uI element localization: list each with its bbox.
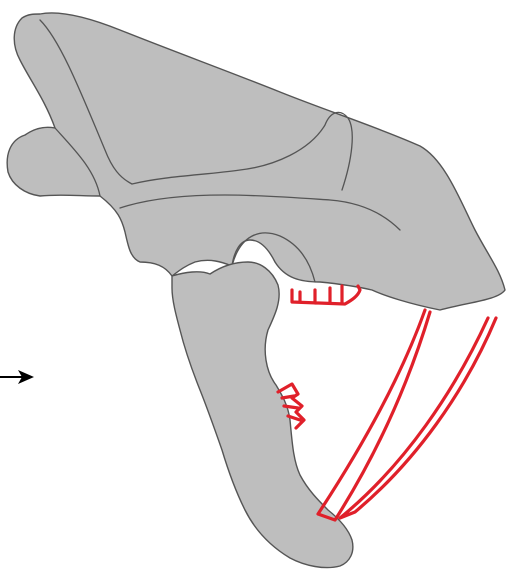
- arrow-icon: [0, 370, 34, 384]
- upper-teeth-highlight: [292, 286, 360, 304]
- mandible: [172, 262, 353, 568]
